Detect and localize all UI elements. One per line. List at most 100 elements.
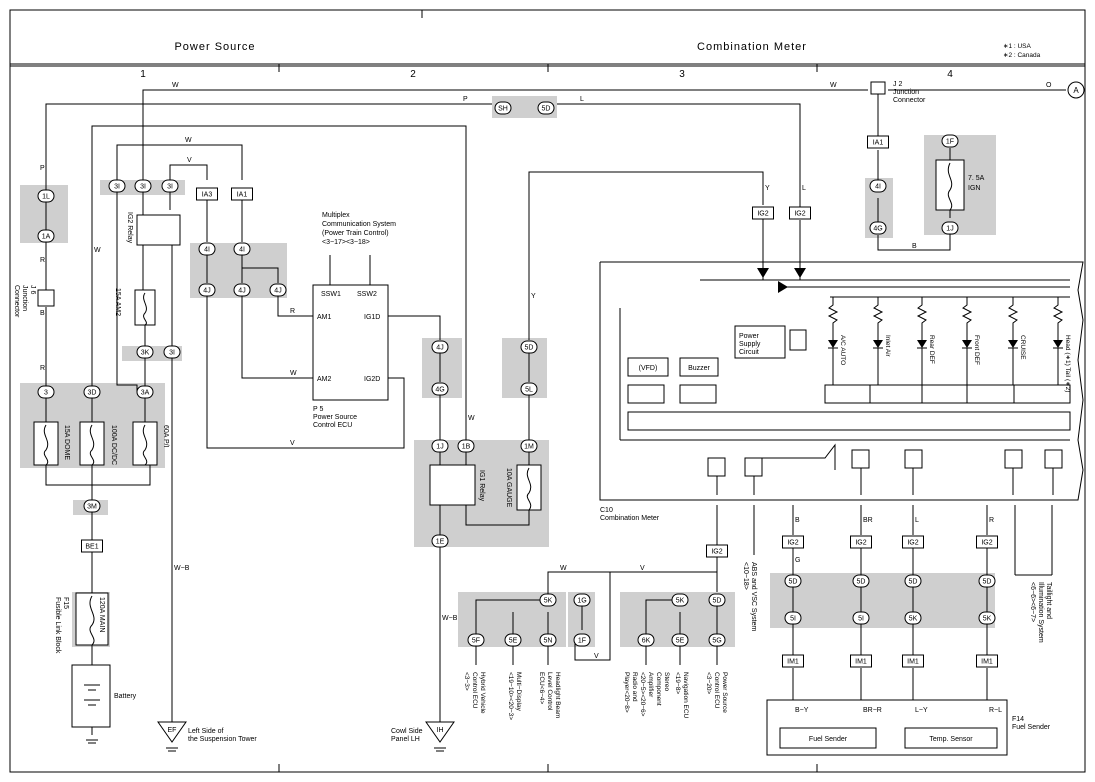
psc-label-3: Circuit xyxy=(739,349,759,356)
svg-text:4J: 4J xyxy=(436,345,443,352)
section-combination-meter: Combination Meter xyxy=(697,41,807,53)
connector-c-3i-a: 3I xyxy=(108,179,126,193)
dest-tail: Taillight and xyxy=(1045,582,1052,619)
section-power-source: Power Source xyxy=(174,41,255,53)
svg-text:IA1: IA1 xyxy=(237,192,248,199)
svg-text:4J: 4J xyxy=(274,288,281,295)
wire-br: BR xyxy=(863,517,873,524)
j6-label: J 6 xyxy=(29,285,36,294)
svg-text:1L: 1L xyxy=(42,194,50,201)
connector-c-6k: 6K xyxy=(637,633,655,647)
connector-c-im1-2: IM1 xyxy=(850,654,872,668)
wire-r-2: R xyxy=(40,365,45,372)
wire-w-b-1: W−B xyxy=(174,565,190,572)
wire-w-2: W xyxy=(185,137,192,144)
connector-c-ig2-e: IG2 xyxy=(850,535,872,549)
ground-ih: IH xyxy=(437,727,444,734)
p5-label-3: Control ECU xyxy=(313,422,352,429)
connector-c-4i-b: 4I xyxy=(233,242,251,256)
ground-ih-label-2: Panel LH xyxy=(391,736,420,743)
wire-v-3: V xyxy=(594,653,599,660)
f15-label: F15 xyxy=(62,597,69,609)
svg-text:4J: 4J xyxy=(238,288,245,295)
indicator-led-3: Rear DEF xyxy=(916,297,935,385)
terminal-a: A xyxy=(1073,86,1079,95)
svg-text:IA1: IA1 xyxy=(873,140,884,147)
p5-ig1d: IG1D xyxy=(364,314,380,321)
f15-label-2: Fusible Link Block xyxy=(54,597,61,654)
ground-ef-label-2: the Suspension Tower xyxy=(188,736,257,743)
am2-label: 15A AM2 xyxy=(114,288,121,316)
svg-text:5L: 5L xyxy=(525,387,533,394)
svg-text:IM1: IM1 xyxy=(981,659,993,666)
connector-c-3k: 3K xyxy=(136,345,154,359)
dest-multi-2: <19−10><20−3> xyxy=(507,672,514,720)
dest-hv: Hybrid Vehicle xyxy=(479,672,486,714)
gauge-label: 10A GAUGE xyxy=(505,468,512,508)
connector-c-be1: BE1 xyxy=(81,539,103,553)
svg-text:4G: 4G xyxy=(873,226,882,233)
svg-text:IG2: IG2 xyxy=(787,540,798,547)
dcdc-label: 100A DC/DC xyxy=(110,425,117,465)
wire-b-y: B−Y xyxy=(795,707,809,714)
connector-c-1b: 1B xyxy=(457,439,475,453)
column-1: 1 xyxy=(140,69,146,80)
dest-tail-2: Illumination System xyxy=(1037,582,1044,643)
wire-l-2: L xyxy=(802,185,806,192)
dest-multi: Multi−Display xyxy=(515,672,522,712)
svg-text:5D: 5D xyxy=(789,579,798,586)
svg-text:5G: 5G xyxy=(712,638,721,645)
svg-text:IG2: IG2 xyxy=(855,540,866,547)
connector-c-4j-a: 4J xyxy=(198,283,216,297)
dest-beam: Headlight Beam xyxy=(554,672,561,718)
connector-c-4i-a: 4I xyxy=(198,242,216,256)
svg-text:5D: 5D xyxy=(542,106,551,113)
svg-text:3I: 3I xyxy=(140,184,146,191)
p5-label-2: Power Source xyxy=(313,414,357,421)
svg-text:5I: 5I xyxy=(858,616,864,623)
svg-text:3D: 3D xyxy=(88,390,97,397)
wire-w-am2: W xyxy=(290,370,297,377)
svg-text:5D: 5D xyxy=(857,579,866,586)
dest-stereo-4: <20−5><20−6> xyxy=(639,672,646,717)
dest-tail-3: <6−6><6−7> xyxy=(1029,582,1036,622)
wire-w-b-2: W−B xyxy=(442,615,458,622)
multiplex-label-3: (Power Train Control) xyxy=(322,230,389,237)
wire-l-3: L xyxy=(915,517,919,524)
wire-w-j2: W xyxy=(830,82,837,89)
svg-text:5K: 5K xyxy=(544,598,553,605)
wire-w-top: W xyxy=(172,82,179,89)
connector-c-4i-c: 4I xyxy=(869,179,887,193)
connector-c-im1-1: IM1 xyxy=(782,654,804,668)
connector-c-5g: 5G xyxy=(708,633,726,647)
connector-c-ig2-g: IG2 xyxy=(976,535,998,549)
buzzer-label: Buzzer xyxy=(688,365,710,372)
f14-label: F14 xyxy=(1012,716,1024,723)
connector-c-4j-d: 4J xyxy=(431,340,449,354)
svg-text:IM1: IM1 xyxy=(855,659,867,666)
dest-hv-3: <3−3> xyxy=(463,672,470,691)
connector-c-ig2-f: IG2 xyxy=(902,535,924,549)
connector-c-ia1-a: IA1 xyxy=(231,187,253,201)
wire-v-low: V xyxy=(290,440,295,447)
connector-c-3: 3 xyxy=(37,385,55,399)
dest-psecu-3: <3−20> xyxy=(705,672,712,694)
connector-c-1e: 1E xyxy=(431,534,449,548)
wire-b-4: B xyxy=(795,517,800,524)
dest-stereo-5: Radio and xyxy=(631,672,638,702)
note-canada: ∗2 : Canada xyxy=(1003,52,1041,59)
svg-text:3: 3 xyxy=(44,390,48,397)
svg-text:3I: 3I xyxy=(167,184,173,191)
dest-psecu-2: Control ECU xyxy=(713,672,720,709)
indicator-label-4: Front DEF xyxy=(973,335,980,365)
note-usa: ∗1 : USA xyxy=(1003,43,1032,50)
wire-labels: W W O P L W V P R B R W R W V Y Y L B W−… xyxy=(40,82,1052,714)
svg-text:IM1: IM1 xyxy=(907,659,919,666)
indicator-label-3: Rear DEF xyxy=(928,335,935,364)
p5-ssw1: SSW1 xyxy=(321,291,341,298)
ig2-relay-label: IG2 Relay xyxy=(126,212,133,244)
svg-text:5D: 5D xyxy=(525,345,534,352)
connector-c-5k-a: 5K xyxy=(539,593,557,607)
